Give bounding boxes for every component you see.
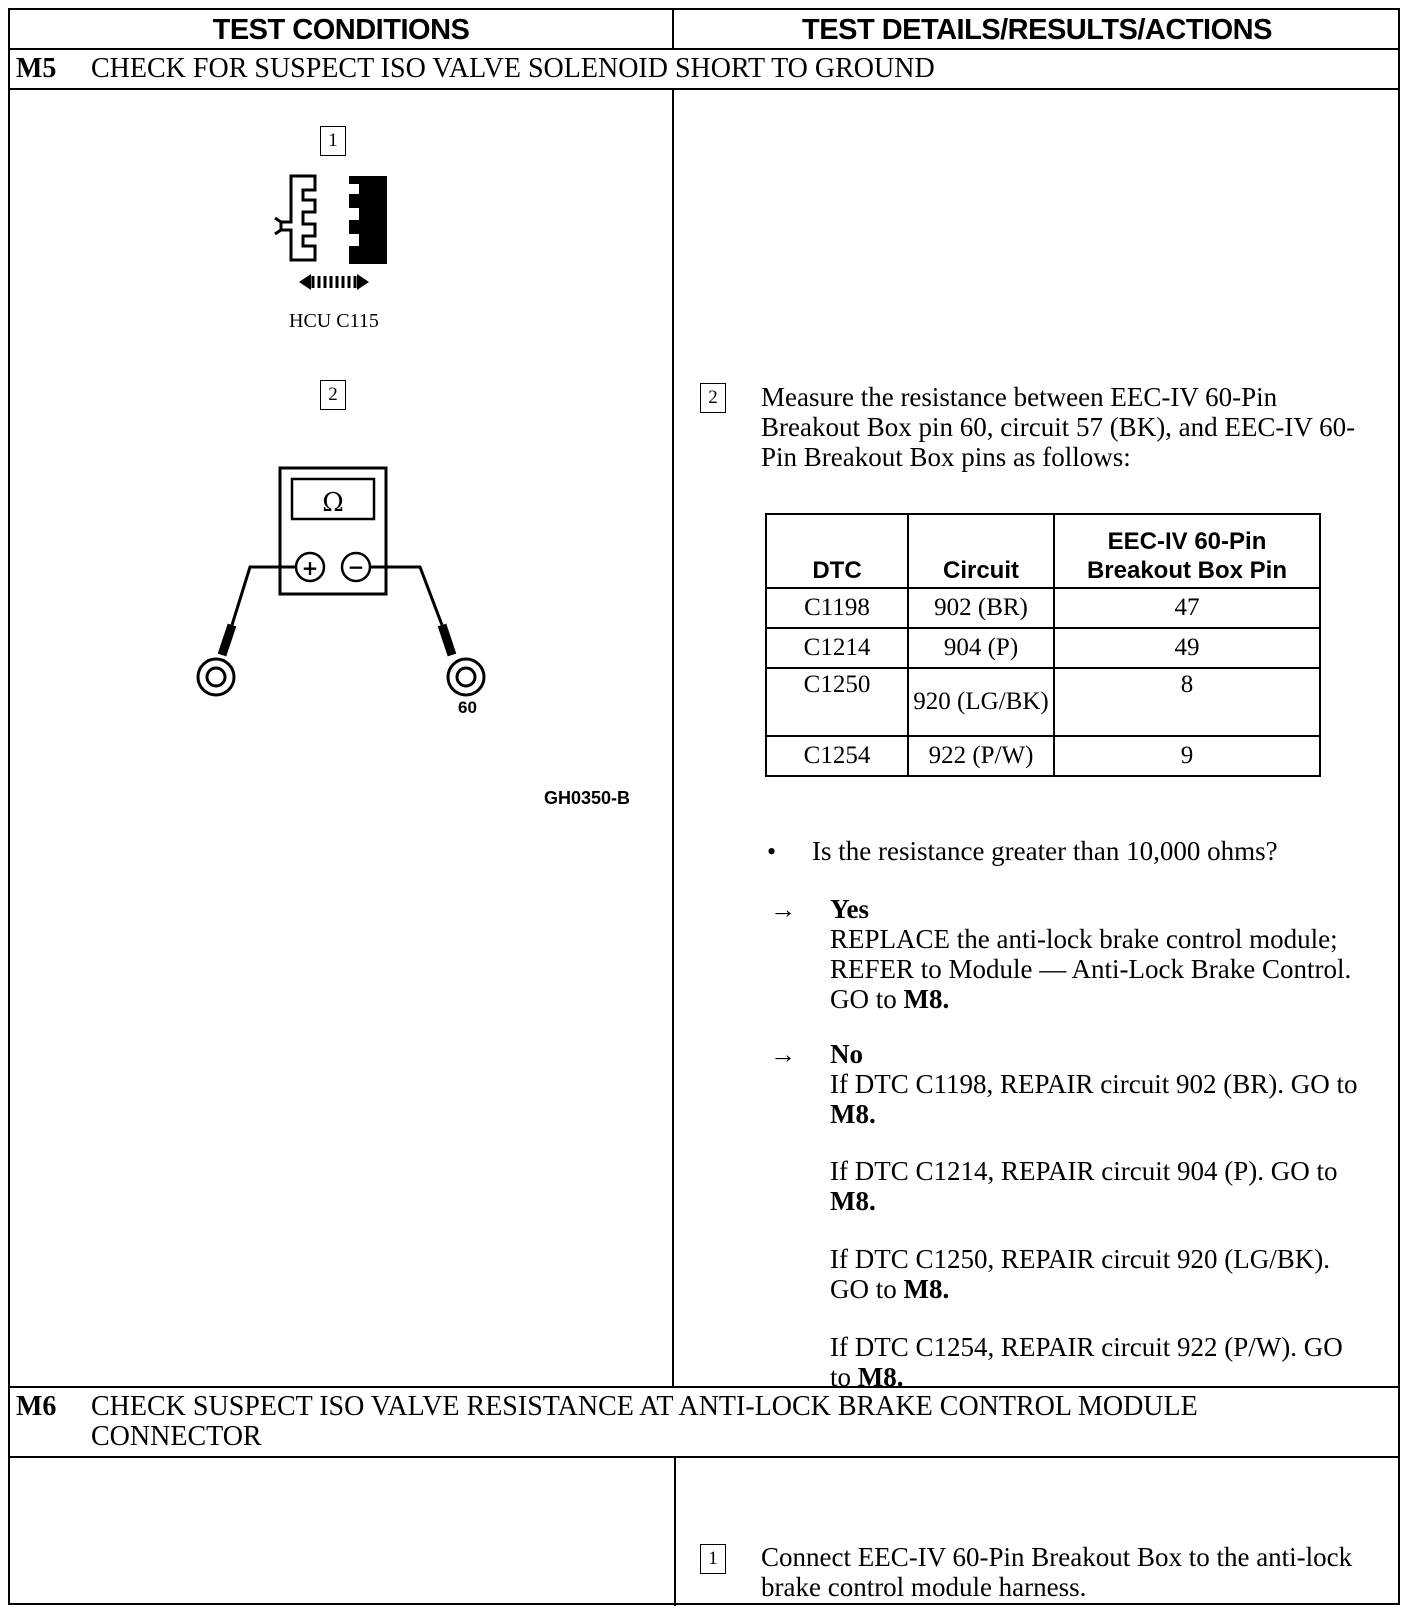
column-divider [672, 10, 674, 48]
no-item-text: If DTC C1198, REPAIR circuit 902 (BR). G… [830, 1069, 1358, 1099]
table-cell: C1214 [765, 627, 909, 669]
column-header-dtc: DTC [765, 513, 909, 589]
no-item: If DTC C1254, REPAIR circuit 922 (P/W). … [830, 1332, 1370, 1392]
divider [10, 88, 1398, 90]
no-item-text: If DTC C1254, REPAIR circuit 922 (P/W). … [830, 1332, 1343, 1392]
table-cell: 47 [1053, 587, 1321, 629]
section-title: CHECK FOR SUSPECT ISO VALVE SOLENOID SHO… [91, 53, 935, 84]
column-divider [672, 90, 674, 1386]
yes-answer: Yes REPLACE the anti-lock brake control … [830, 894, 1370, 1014]
no-item: If DTC C1250, REPAIR circuit 920 (LG/BK)… [830, 1244, 1370, 1304]
table-cell: 8 [1053, 667, 1321, 737]
ohmmeter-icon: Ω + − [196, 466, 486, 697]
column-header-pin: EEC-IV 60-Pin Breakout Box Pin [1053, 513, 1321, 589]
no-item-goto: M8. [903, 1274, 950, 1304]
step-2-instruction: Measure the resistance between EEC-IV 60… [761, 382, 1356, 472]
header-test-conditions: TEST CONDITIONS [212, 14, 470, 46]
section-code: M6 [16, 1391, 57, 1422]
table-cell: C1198 [765, 587, 909, 629]
divider [10, 48, 1398, 50]
table-cell: 920 (LG/BK) [907, 667, 1055, 737]
table-row: C1214 904 (P) 49 [765, 627, 1321, 669]
section-title: CHECK SUSPECT ISO VALVE RESISTANCE AT AN… [91, 1391, 1198, 1452]
plus-symbol: + [302, 556, 319, 580]
no-answer: No If DTC C1198, REPAIR circuit 902 (BR)… [830, 1039, 1370, 1129]
header-test-details: TEST DETAILS/RESULTS/ACTIONS [802, 14, 1272, 46]
table-cell: 902 (BR) [907, 587, 1055, 629]
table-cell: 922 (P/W) [907, 735, 1055, 777]
divider [10, 1386, 1398, 1388]
pin-label: 60 [458, 698, 477, 717]
figure-step-2-box: 2 [320, 380, 346, 410]
table-row: C1198 902 (BR) 47 [765, 587, 1321, 629]
table-row: C1250 920 (LG/BK) 8 [765, 667, 1321, 737]
no-arrow-icon: → [770, 1040, 796, 1069]
no-item-goto: M8. [830, 1099, 876, 1129]
meter-symbol: Ω [322, 488, 344, 518]
column-divider [674, 1458, 676, 1606]
no-item-text: If DTC C1214, REPAIR circuit 904 (P). GO… [830, 1156, 1338, 1186]
table-cell: 9 [1053, 735, 1321, 777]
table-row: C1254 922 (P/W) 9 [765, 735, 1321, 777]
diagnostic-page: TEST CONDITIONS TEST DETAILS/RESULTS/ACT… [8, 8, 1400, 1606]
step-1-box: 1 [700, 1544, 726, 1574]
divider [10, 1456, 1398, 1458]
minus-symbol: − [348, 555, 365, 579]
yes-text: REPLACE the anti-lock brake control modu… [830, 924, 1352, 1014]
connector-disconnect-icon [274, 174, 387, 290]
step-2-box: 2 [700, 383, 726, 413]
table-cell: C1250 [765, 667, 909, 737]
figure-step-1-box: 1 [320, 126, 346, 156]
bullet-icon: • [767, 837, 777, 866]
no-item: If DTC C1214, REPAIR circuit 904 (P). GO… [830, 1156, 1370, 1216]
yes-goto: M8. [903, 984, 950, 1014]
table-cell: C1254 [765, 735, 909, 777]
no-item-goto: M8. [857, 1362, 904, 1392]
table-cell: 904 (P) [907, 627, 1055, 669]
figure-code: GH0350-B [544, 788, 631, 808]
step-1-instruction: Connect EEC-IV 60-Pin Breakout Box to th… [761, 1542, 1353, 1602]
yes-label: Yes [830, 894, 869, 924]
column-header-circuit: Circuit [907, 513, 1055, 589]
yes-arrow-icon: → [770, 895, 796, 924]
section-code: M5 [16, 53, 57, 84]
connector-label: HCU C115 [289, 310, 379, 332]
table-header-row: DTC Circuit EEC-IV 60-Pin Breakout Box P… [765, 513, 1321, 589]
question-text: Is the resistance greater than 10,000 oh… [812, 836, 1278, 866]
no-item-text: If DTC C1250, REPAIR circuit 920 (LG/BK)… [830, 1244, 1330, 1304]
pin-table: DTC Circuit EEC-IV 60-Pin Breakout Box P… [765, 513, 1321, 777]
no-label: No [830, 1039, 863, 1069]
no-item-goto: M8. [830, 1186, 876, 1216]
table-cell: 49 [1053, 627, 1321, 669]
